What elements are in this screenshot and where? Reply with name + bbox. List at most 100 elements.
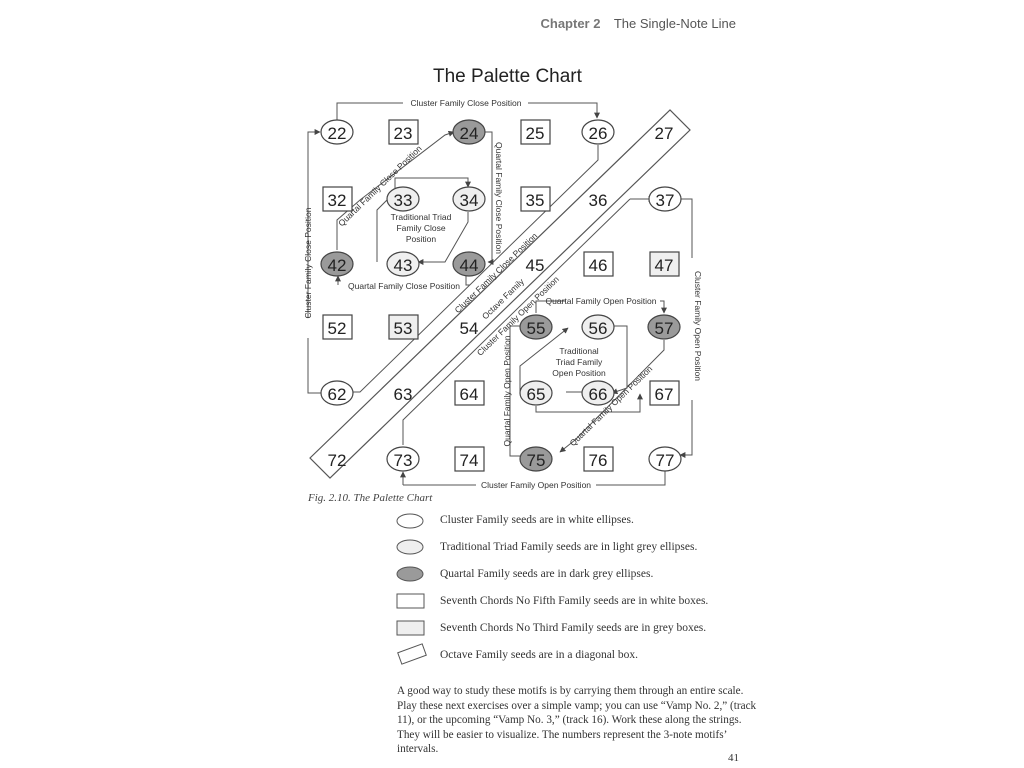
connector-line bbox=[528, 102, 600, 119]
running-header: Chapter 2 The Single-Note Line bbox=[541, 16, 737, 31]
svg-text:35: 35 bbox=[526, 191, 545, 210]
chart-title: The Palette Chart bbox=[433, 66, 582, 87]
legend-swatch-white-box bbox=[396, 593, 425, 609]
cell-34: 34 bbox=[452, 186, 486, 212]
cell-55: 55 bbox=[519, 314, 553, 340]
svg-text:62: 62 bbox=[328, 385, 347, 404]
svg-text:57: 57 bbox=[655, 319, 674, 338]
cell-22: 22 bbox=[320, 119, 354, 145]
svg-text:22: 22 bbox=[328, 124, 347, 143]
cell-42: 42 bbox=[320, 251, 354, 277]
svg-text:65: 65 bbox=[527, 385, 546, 404]
label-cluster-close-top: Cluster Family Close Position bbox=[410, 98, 521, 108]
connector-line bbox=[535, 393, 643, 413]
svg-text:25: 25 bbox=[526, 124, 545, 143]
svg-text:24: 24 bbox=[460, 124, 479, 143]
legend-item: Traditional Triad Family seeds are in li… bbox=[440, 541, 698, 553]
svg-text:33: 33 bbox=[394, 191, 413, 210]
legend-item: Cluster Family seeds are in white ellips… bbox=[440, 514, 634, 526]
svg-text:53: 53 bbox=[394, 319, 413, 338]
svg-text:77: 77 bbox=[656, 451, 675, 470]
cell-24: 24 bbox=[452, 119, 486, 145]
svg-text:64: 64 bbox=[460, 385, 479, 404]
label-cluster-open-right: Cluster Family Open Position bbox=[693, 271, 703, 381]
svg-text:37: 37 bbox=[656, 191, 675, 210]
label-quartal-close-vert: Quartal Family Close Position bbox=[494, 142, 504, 254]
svg-text:23: 23 bbox=[394, 124, 413, 143]
cell-75: 75 bbox=[519, 446, 553, 472]
section-label: The Single-Note Line bbox=[613, 16, 736, 31]
svg-text:32: 32 bbox=[328, 191, 347, 210]
figure-caption: Fig. 2.10. The Palette Chart bbox=[308, 492, 433, 504]
svg-text:56: 56 bbox=[589, 319, 608, 338]
connector-line bbox=[680, 198, 693, 258]
connector-line bbox=[336, 130, 455, 250]
svg-text:55: 55 bbox=[527, 319, 546, 338]
cell-46: 46 bbox=[583, 251, 614, 277]
label-triad-close-2: Family Close bbox=[396, 223, 445, 233]
label-triad-close-3: Position bbox=[406, 234, 437, 244]
cell-26: 26 bbox=[581, 119, 615, 145]
cell-53: 53 bbox=[388, 314, 419, 340]
connector-line bbox=[596, 470, 666, 486]
svg-text:75: 75 bbox=[527, 451, 546, 470]
legend-swatch-dark-grey-ellipse bbox=[396, 566, 424, 582]
cell-73: 73 bbox=[386, 446, 420, 472]
label-quartal-open-top: Quartal Family Open Position bbox=[545, 296, 656, 306]
svg-text:76: 76 bbox=[589, 451, 608, 470]
connector-line bbox=[307, 338, 322, 394]
label-triad-close-1: Traditional Triad bbox=[391, 212, 452, 222]
connector-line bbox=[336, 102, 403, 122]
connector-line bbox=[417, 212, 469, 265]
label-quartal-open-vert: Quartal Family Open Position bbox=[502, 335, 512, 446]
connector-line bbox=[484, 131, 494, 265]
legend-swatches bbox=[396, 513, 427, 665]
connector-line bbox=[660, 300, 667, 314]
svg-text:73: 73 bbox=[394, 451, 413, 470]
cell-47: 47 bbox=[649, 251, 680, 277]
label-triad-open-1: Traditional bbox=[559, 346, 598, 356]
connector-line bbox=[535, 300, 566, 313]
svg-text:43: 43 bbox=[394, 256, 413, 275]
legend-swatch-diagonal-box bbox=[397, 643, 427, 665]
label-cluster-close-left: Cluster Family Close Position bbox=[303, 207, 313, 318]
cell-37: 37 bbox=[648, 186, 682, 212]
cell-27: 27 bbox=[655, 124, 674, 143]
cell-44: 44 bbox=[452, 251, 486, 277]
connector-line bbox=[394, 177, 471, 188]
svg-text:34: 34 bbox=[460, 191, 479, 210]
svg-text:47: 47 bbox=[655, 256, 674, 275]
legend-swatch-white-ellipse bbox=[396, 513, 424, 529]
cell-32: 32 bbox=[322, 186, 353, 212]
legend-item: Seventh Chords No Third Family seeds are… bbox=[440, 622, 707, 634]
legend-swatch-grey-box bbox=[396, 620, 425, 636]
cell-67: 67 bbox=[649, 380, 680, 406]
cell-74: 74 bbox=[454, 446, 485, 472]
legend-swatch-light-grey-ellipse bbox=[396, 539, 424, 555]
legend-item: Seventh Chords No Fifth Family seeds are… bbox=[440, 595, 709, 607]
svg-text:52: 52 bbox=[328, 319, 347, 338]
cell-66: 66 bbox=[581, 380, 615, 406]
cell-35: 35 bbox=[520, 186, 551, 212]
body-paragraph: A good way to study these motifs is by c… bbox=[397, 685, 757, 756]
cell-62: 62 bbox=[320, 380, 354, 406]
connector-line bbox=[307, 129, 321, 318]
cell-45: 45 bbox=[526, 256, 545, 275]
label-cluster-open-bottom: Cluster Family Open Position bbox=[481, 480, 591, 490]
cell-65: 65 bbox=[519, 380, 553, 406]
svg-text:44: 44 bbox=[460, 256, 479, 275]
svg-text:26: 26 bbox=[589, 124, 608, 143]
cell-23: 23 bbox=[388, 119, 419, 145]
connector-line bbox=[679, 400, 693, 458]
page-number: 41 bbox=[728, 752, 739, 764]
cell-72: 72 bbox=[328, 451, 347, 470]
cell-56: 56 bbox=[581, 314, 615, 340]
chapter-label: Chapter 2 bbox=[540, 16, 601, 31]
legend-item: Quartal Family seeds are in dark grey el… bbox=[440, 568, 654, 580]
palette-chart: 22 23 24 25 26 27 32 33 34 35 36 37 42 bbox=[303, 98, 703, 490]
cell-77: 77 bbox=[648, 446, 682, 472]
cell-36: 36 bbox=[589, 191, 608, 210]
cell-54: 54 bbox=[460, 319, 479, 338]
connector-line bbox=[559, 340, 665, 453]
cell-52: 52 bbox=[322, 314, 353, 340]
